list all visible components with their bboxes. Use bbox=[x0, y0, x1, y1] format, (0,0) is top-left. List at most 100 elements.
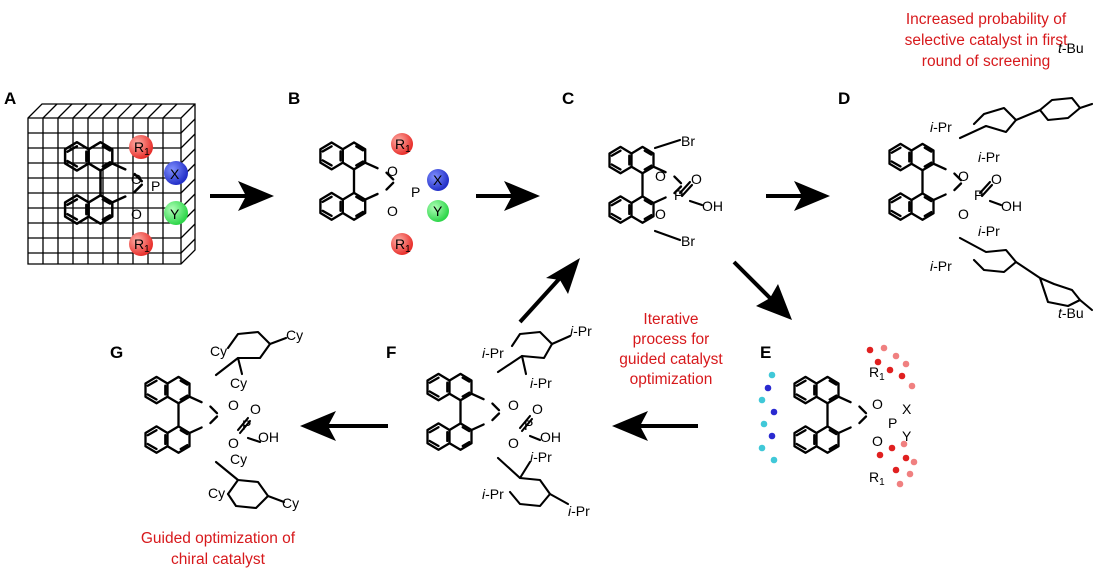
dot-pink bbox=[902, 360, 910, 368]
note-top-line: Increased probability of bbox=[906, 11, 1067, 28]
panel-label-g: G bbox=[110, 343, 123, 362]
panel-f-structure bbox=[426, 330, 572, 508]
note-guided: Guided optimization of chiral catalyst bbox=[141, 530, 296, 568]
arrow-c-to-d bbox=[766, 181, 830, 211]
svg-text:Cy: Cy bbox=[208, 485, 225, 501]
svg-text:O: O bbox=[508, 435, 519, 451]
svg-text:R1: R1 bbox=[134, 236, 150, 255]
arrow-f-to-g bbox=[300, 411, 388, 441]
arrow-b-to-c bbox=[476, 181, 540, 211]
svg-text:O: O bbox=[691, 171, 702, 187]
svg-text:OH: OH bbox=[1001, 198, 1022, 214]
panel-d-structure bbox=[888, 96, 1094, 312]
svg-text:i-Pr: i-Pr bbox=[530, 375, 552, 391]
panel-label-f: F bbox=[386, 343, 396, 362]
svg-text:i-Pr: i-Pr bbox=[978, 223, 1000, 239]
svg-text:O: O bbox=[872, 396, 883, 412]
dot-pink bbox=[880, 344, 888, 352]
panel-b-structure bbox=[319, 133, 449, 255]
note-first-round: Increased probability of selective catal… bbox=[905, 11, 1068, 70]
svg-text:R1: R1 bbox=[395, 236, 411, 255]
svg-text:Cy: Cy bbox=[210, 343, 227, 359]
svg-text:Cy: Cy bbox=[230, 451, 247, 467]
dot-red bbox=[886, 366, 894, 374]
panel-label-e: E bbox=[760, 343, 771, 362]
panel-b-atoms: R1 O P O X Y R1 bbox=[387, 136, 443, 255]
svg-text:t-Bu: t-Bu bbox=[1058, 305, 1084, 321]
dot-blue bbox=[768, 432, 776, 440]
dot-red bbox=[898, 372, 906, 380]
svg-text:P: P bbox=[888, 415, 897, 431]
note-middle-line: process for bbox=[633, 331, 710, 348]
dot-pink bbox=[900, 440, 908, 448]
note-bottom-line: Guided optimization of bbox=[141, 530, 296, 547]
svg-text:i-Pr: i-Pr bbox=[570, 323, 592, 339]
svg-text:Y: Y bbox=[902, 428, 912, 444]
svg-text:O: O bbox=[991, 171, 1002, 187]
note-middle-line: guided catalyst bbox=[619, 351, 723, 368]
note-bottom-line: chiral catalyst bbox=[171, 551, 266, 568]
svg-text:X: X bbox=[170, 166, 180, 182]
svg-text:i-Pr: i-Pr bbox=[530, 449, 552, 465]
svg-text:O: O bbox=[508, 397, 519, 413]
svg-text:OH: OH bbox=[702, 198, 723, 214]
svg-text:O: O bbox=[958, 168, 969, 184]
svg-text:O: O bbox=[250, 401, 261, 417]
panel-label-a: A bbox=[4, 89, 16, 108]
arrow-e-to-f bbox=[612, 411, 698, 441]
svg-text:Y: Y bbox=[433, 203, 443, 219]
dot-red bbox=[892, 466, 900, 474]
svg-text:R1: R1 bbox=[134, 139, 150, 158]
svg-text:O: O bbox=[958, 206, 969, 222]
svg-text:Br: Br bbox=[681, 233, 695, 249]
svg-text:O: O bbox=[228, 435, 239, 451]
arrow-c-to-e bbox=[732, 260, 792, 320]
panel-d-atoms: t-Bu i-Pr i-Pr O P O OH O i-Pr i-Pr t-Bu bbox=[930, 40, 1084, 321]
dot-cyan bbox=[770, 456, 778, 464]
svg-text:P: P bbox=[151, 178, 160, 194]
dot-cyan bbox=[768, 371, 776, 379]
svg-text:i-Pr: i-Pr bbox=[930, 119, 952, 135]
svg-text:i-Pr: i-Pr bbox=[568, 503, 590, 519]
svg-text:O: O bbox=[131, 206, 142, 222]
svg-text:i-Pr: i-Pr bbox=[978, 149, 1000, 165]
dot-cyan bbox=[758, 444, 766, 452]
panel-label-b: B bbox=[288, 89, 300, 108]
svg-text:P: P bbox=[242, 417, 251, 433]
svg-text:Cy: Cy bbox=[282, 495, 299, 511]
panel-e-structure bbox=[758, 344, 918, 488]
svg-text:i-Pr: i-Pr bbox=[482, 345, 504, 361]
note-middle-line: optimization bbox=[630, 371, 713, 388]
dot-pink bbox=[910, 458, 918, 466]
svg-text:Br: Br bbox=[681, 133, 695, 149]
dot-pink bbox=[896, 480, 904, 488]
svg-text:O: O bbox=[872, 433, 883, 449]
svg-text:X: X bbox=[902, 401, 912, 417]
svg-text:i-Pr: i-Pr bbox=[482, 486, 504, 502]
svg-text:O: O bbox=[131, 171, 142, 187]
svg-text:OH: OH bbox=[540, 429, 561, 445]
svg-text:O: O bbox=[387, 163, 398, 179]
dot-red bbox=[902, 454, 910, 462]
panel-a-cube bbox=[27, 103, 196, 265]
svg-text:O: O bbox=[228, 397, 239, 413]
panel-c-structure bbox=[608, 138, 704, 242]
note-middle-line: Iterative bbox=[643, 311, 698, 328]
svg-text:O: O bbox=[387, 203, 398, 219]
dot-cyan bbox=[758, 396, 766, 404]
svg-text:Cy: Cy bbox=[230, 375, 247, 391]
panel-g-structure bbox=[144, 330, 288, 510]
svg-text:P: P bbox=[674, 187, 683, 203]
svg-text:O: O bbox=[655, 206, 666, 222]
panel-g-atoms: Cy Cy Cy O P O OH O Cy Cy Cy bbox=[208, 327, 303, 511]
svg-text:i-Pr: i-Pr bbox=[930, 258, 952, 274]
note-top-line: selective catalyst in first bbox=[905, 32, 1068, 49]
svg-text:O: O bbox=[532, 401, 543, 417]
svg-text:O: O bbox=[655, 168, 666, 184]
dot-blue bbox=[764, 384, 772, 392]
dot-red bbox=[874, 358, 882, 366]
panel-f-atoms: i-Pr i-Pr i-Pr O P O OH O i-Pr i-Pr i-Pr bbox=[482, 323, 592, 519]
note-iterative: Iterative process for guided catalyst op… bbox=[619, 311, 723, 388]
dot-blue bbox=[770, 408, 778, 416]
